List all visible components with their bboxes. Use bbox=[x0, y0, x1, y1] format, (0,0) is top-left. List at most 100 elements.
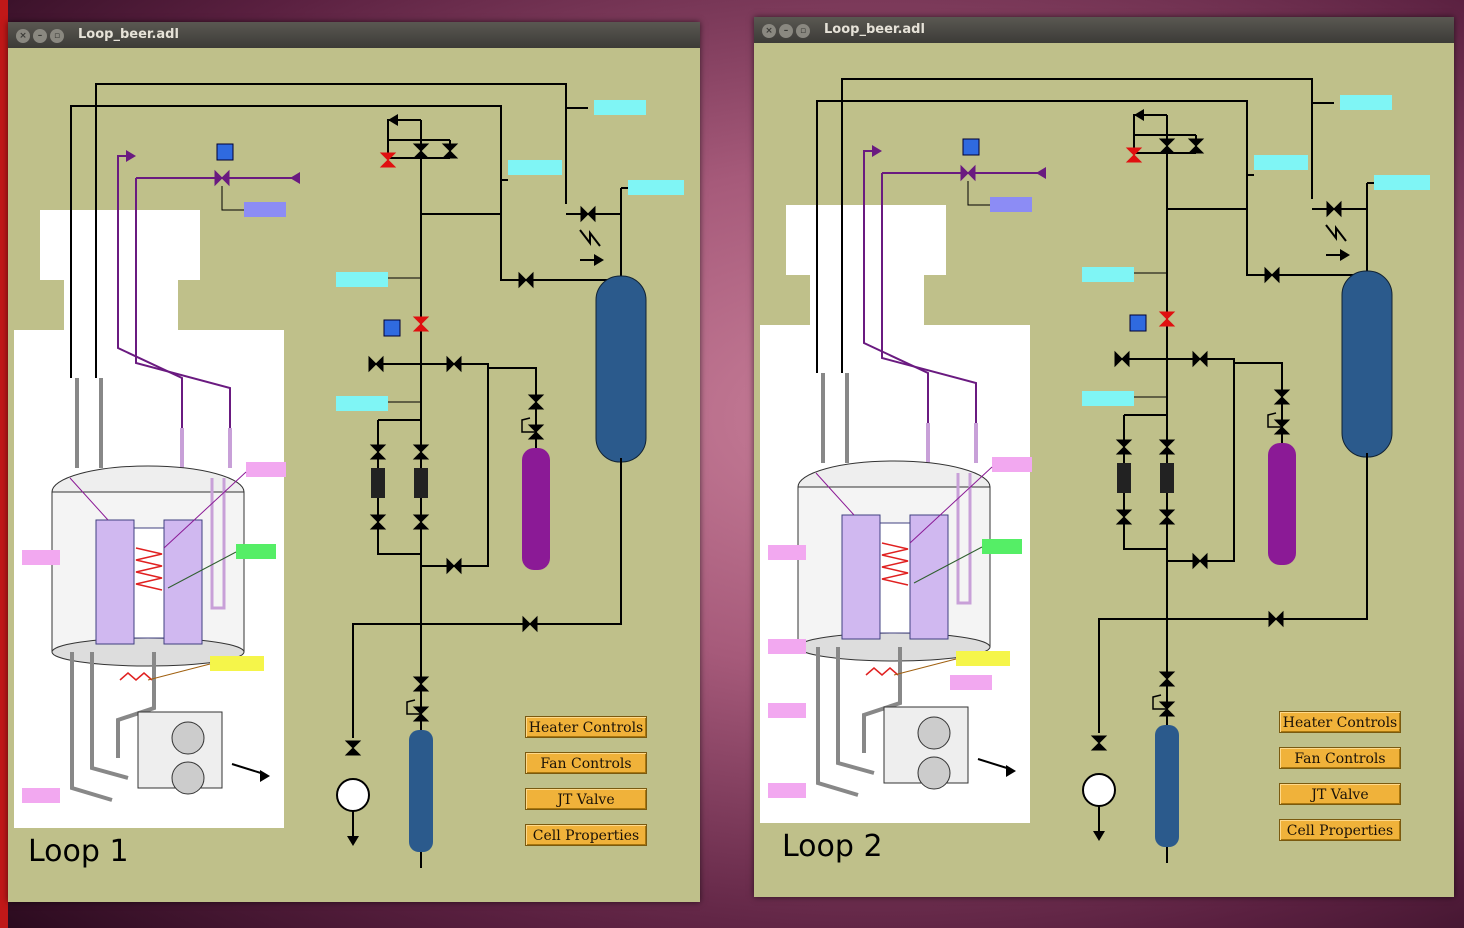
fan-controls-button[interactable]: Fan Controls bbox=[1279, 747, 1401, 769]
purge-feed-pipe bbox=[488, 367, 537, 448]
fan-leader bbox=[913, 546, 983, 584]
cryostat-neck bbox=[810, 271, 924, 331]
heater-w-readout-bg bbox=[956, 651, 1010, 666]
storage-tank bbox=[1341, 270, 1393, 458]
fill-regulator-icon-actuator bbox=[406, 699, 421, 715]
fan-controls-button[interactable]: Fan Controls bbox=[525, 752, 647, 774]
mid-pressure-readout-bg bbox=[1082, 267, 1134, 282]
filter-valve-2 bbox=[1158, 439, 1176, 455]
fill-valve bbox=[412, 676, 430, 692]
loop1-window: ×–▫ Loop_beer.adl Heater Controls Fan Co… bbox=[8, 22, 700, 902]
jt-valve-readout-bg bbox=[244, 202, 286, 217]
manifold-valve-2 bbox=[1187, 138, 1205, 154]
main-control-valve bbox=[1158, 311, 1176, 327]
loop2-window: ×–▫ Loop_beer.adl Heater Controls Fan Co… bbox=[754, 17, 1454, 897]
h2o-readout-bg bbox=[508, 160, 562, 175]
temp-k4-readout bbox=[950, 675, 992, 690]
filter-1 bbox=[1117, 463, 1131, 493]
cell-properties-button[interactable]: Cell Properties bbox=[525, 824, 647, 846]
heater-controls-button[interactable]: Heater Controls bbox=[1279, 711, 1401, 733]
loop-schematic bbox=[14, 83, 684, 868]
beam-dir-arrow bbox=[1006, 765, 1016, 777]
neck-heater-icon bbox=[865, 667, 899, 676]
fan-hz-readout bbox=[982, 539, 1022, 554]
mid-pressure-readout bbox=[1082, 267, 1134, 282]
heater-leader bbox=[893, 658, 957, 676]
fill-regulator-icon-actuator bbox=[1152, 694, 1167, 710]
window-titlebar[interactable]: ×–▫ Loop_beer.adl bbox=[754, 17, 1454, 43]
top-temp-leader bbox=[909, 466, 993, 544]
minimize-icon[interactable]: – bbox=[779, 24, 793, 38]
filter-valve-3 bbox=[1115, 509, 1133, 525]
cell-neck bbox=[116, 652, 156, 758]
jt-valve-readout bbox=[244, 202, 286, 217]
pump-icon bbox=[1082, 773, 1116, 807]
cell-properties-button[interactable]: Cell Properties bbox=[1279, 819, 1401, 841]
fill-gas-bottle bbox=[1155, 725, 1179, 847]
mid-pressure-readout-bg bbox=[336, 272, 388, 287]
main-control-valve bbox=[412, 316, 430, 332]
pump-outlet-arrow bbox=[1093, 831, 1105, 841]
beam-dir-line bbox=[977, 758, 1011, 770]
minimize-icon[interactable]: – bbox=[33, 29, 47, 43]
fan-leader bbox=[167, 551, 237, 589]
schematic-panel: Heater Controls Fan Controls JT Valve Ce… bbox=[8, 48, 700, 902]
hx-coil-right bbox=[163, 519, 203, 645]
maximize-icon[interactable]: ▫ bbox=[50, 29, 64, 43]
cryostat-top-flange bbox=[786, 205, 946, 275]
manifold-valve-red bbox=[379, 152, 397, 168]
vpt-bottom-readout bbox=[768, 783, 806, 798]
heater-coil-icon bbox=[881, 542, 909, 586]
window-title: Loop_beer.adl bbox=[78, 27, 179, 42]
tank-return-valve bbox=[1268, 610, 1284, 628]
pump-outlet-arrow bbox=[347, 836, 359, 846]
beam-dir-line bbox=[231, 763, 265, 775]
manifold-vent bbox=[1133, 114, 1167, 135]
window-titlebar[interactable]: ×–▫ Loop_beer.adl bbox=[8, 22, 700, 48]
check-valve-icon bbox=[1325, 224, 1347, 242]
low-pressure-readout bbox=[336, 396, 388, 411]
tank-return-pipe bbox=[352, 458, 622, 738]
filter-loop-pipe bbox=[377, 420, 421, 555]
jt-valve-control-icon bbox=[216, 143, 234, 161]
fan-motor-icon-2 bbox=[171, 761, 205, 795]
heater-controls-button[interactable]: Heater Controls bbox=[525, 716, 647, 738]
tank-bypass-valve bbox=[518, 271, 534, 289]
low-pressure-readout bbox=[1082, 391, 1134, 406]
loop-schematic bbox=[760, 78, 1430, 863]
purge-feed-valve bbox=[527, 394, 545, 410]
cell-neck bbox=[862, 647, 902, 753]
hx-coil-right bbox=[909, 514, 949, 640]
heater-w-readout-bg bbox=[210, 656, 264, 671]
jt-valve-button[interactable]: JT Valve bbox=[1279, 783, 1401, 805]
purge-valve-left bbox=[368, 355, 384, 373]
vpt-top-readout-bg bbox=[768, 545, 806, 560]
from-esr-arrow bbox=[290, 172, 300, 184]
purge-feed-valve bbox=[1273, 389, 1291, 405]
to-esr-pipe bbox=[117, 155, 183, 448]
close-icon[interactable]: × bbox=[16, 29, 30, 43]
top-temp-leader bbox=[163, 471, 247, 549]
filter-valve-4 bbox=[1158, 509, 1176, 525]
window-title: Loop_beer.adl bbox=[824, 22, 925, 37]
relief-arrow bbox=[1340, 249, 1350, 261]
pump-valve bbox=[344, 740, 362, 756]
bypass-tube bbox=[210, 478, 226, 610]
tank-inlet-valve bbox=[1326, 200, 1342, 218]
top-temp-readout-bg bbox=[992, 457, 1032, 472]
purge-feed-pipe bbox=[1234, 362, 1283, 443]
tank-return-valve bbox=[522, 615, 538, 633]
to-esr-arrow bbox=[126, 150, 136, 162]
jt-valve-button[interactable]: JT Valve bbox=[525, 788, 647, 810]
h2o-readout bbox=[1254, 155, 1308, 170]
maximize-icon[interactable]: ▫ bbox=[796, 24, 810, 38]
close-icon[interactable]: × bbox=[762, 24, 776, 38]
filter-valve-4 bbox=[412, 514, 430, 530]
jt-valve-control-icon bbox=[962, 138, 980, 156]
tank-return-pipe bbox=[1098, 453, 1368, 733]
tank-pressure-readout-bg bbox=[1374, 175, 1430, 190]
loop-label: Loop 2 bbox=[782, 829, 883, 864]
purge-return-valve bbox=[1192, 552, 1208, 570]
h2o-readout bbox=[508, 160, 562, 175]
fan-hz-readout-bg bbox=[982, 539, 1022, 554]
